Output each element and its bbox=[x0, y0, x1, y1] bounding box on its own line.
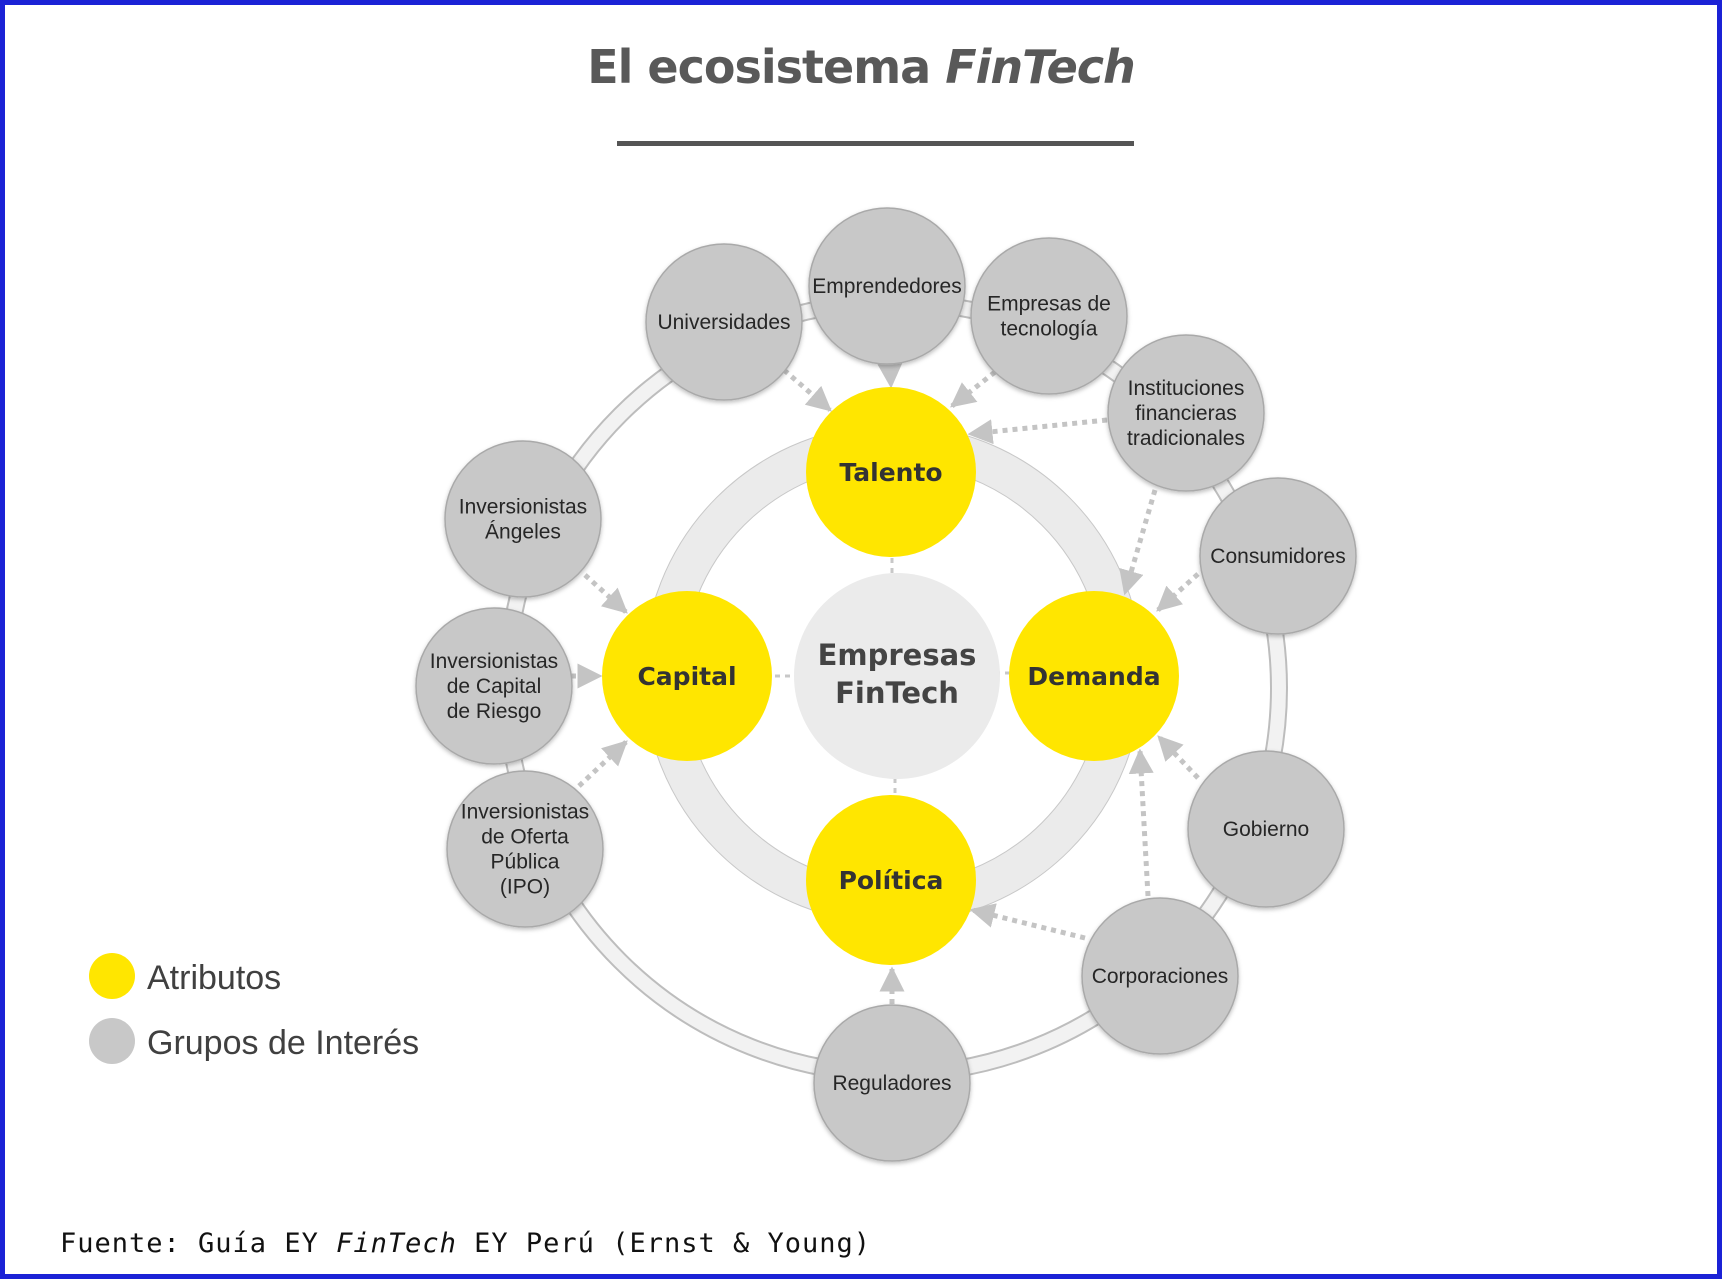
stakeholder-emprendedores bbox=[808, 207, 966, 365]
stakeholder-label-inv-ipo: (IPO) bbox=[500, 876, 550, 899]
stakeholder-label-emprendedores: Emprendedores bbox=[812, 275, 961, 298]
stakeholder-label-inv-capital-riesgo: de Capital bbox=[447, 675, 542, 698]
stakeholder-label-inv-ipo: de Oferta bbox=[481, 826, 569, 849]
stakeholder-universidades bbox=[645, 243, 803, 401]
stakeholder-inv-ipo bbox=[446, 770, 604, 928]
stakeholder-label-empresas-tecnologia: Empresas de bbox=[987, 293, 1111, 316]
stakeholder-label-empresas-tecnologia: tecnología bbox=[1001, 318, 1098, 341]
arrow-instituciones-talento bbox=[967, 417, 1108, 445]
stakeholder-label-corporaciones: Corporaciones bbox=[1092, 965, 1229, 988]
stakeholder-gobierno bbox=[1187, 750, 1345, 908]
attribute-capital bbox=[602, 591, 772, 761]
source-prefix: Fuente: Guía EY bbox=[60, 1228, 337, 1259]
stakeholder-instituciones bbox=[1107, 334, 1265, 492]
stakeholder-label-inv-ipo: Pública bbox=[491, 851, 560, 874]
legend-swatch-grupos bbox=[89, 1018, 135, 1064]
attribute-politica bbox=[806, 795, 976, 965]
arrow-empresas-tecnologia-talento bbox=[950, 370, 997, 408]
title-underline bbox=[617, 141, 1134, 146]
title-emphasis: FinTech bbox=[945, 40, 1136, 94]
legend: Atributos Grupos de Interés bbox=[89, 953, 419, 1064]
legend-swatch-atributos bbox=[89, 953, 135, 999]
stakeholder-corporaciones bbox=[1081, 897, 1239, 1055]
stakeholder-empresas-tecnologia bbox=[970, 237, 1128, 395]
attribute-talento bbox=[806, 387, 976, 557]
arrow-gobierno-demanda bbox=[1157, 735, 1200, 780]
arrow-universidades-talento bbox=[782, 368, 832, 412]
source-emphasis: FinTech bbox=[336, 1228, 457, 1259]
stakeholder-label-inv-ipo: Inversionistas bbox=[461, 801, 589, 824]
stakeholder-label-inv-angeles: Inversionistas bbox=[459, 496, 587, 519]
stakeholder-label-consumidores: Consumidores bbox=[1210, 545, 1345, 568]
core-circle bbox=[794, 573, 1000, 779]
diagram-title: El ecosistema FinTech bbox=[0, 40, 1722, 94]
stakeholder-label-inv-capital-riesgo: de Riesgo bbox=[447, 700, 542, 723]
core-label-line2: FinTech bbox=[835, 676, 959, 710]
attribute-label-demanda: Demanda bbox=[1027, 662, 1160, 691]
arrow-angeles-capital bbox=[583, 573, 628, 614]
source-caption: Fuente: Guía EY FinTech EY Perú (Ernst &… bbox=[60, 1228, 871, 1259]
core-label-line1: Empresas bbox=[818, 638, 977, 672]
arrow-instituciones-demanda bbox=[1119, 489, 1158, 596]
title-main: El ecosistema bbox=[587, 40, 946, 94]
stakeholder-label-inv-capital-riesgo: Inversionistas bbox=[430, 650, 558, 673]
arrow-corporaciones-politica bbox=[969, 903, 1086, 941]
stakeholder-reguladores bbox=[813, 1004, 971, 1162]
attribute-label-capital: Capital bbox=[637, 662, 736, 691]
stakeholder-label-gobierno: Gobierno bbox=[1223, 818, 1309, 841]
stakeholder-consumidores bbox=[1199, 477, 1357, 635]
stakeholder-inv-capital-riesgo bbox=[415, 607, 573, 765]
stakeholder-inv-angeles bbox=[444, 440, 602, 598]
stakeholder-label-reguladores: Reguladores bbox=[832, 1072, 951, 1095]
stakeholder-label-instituciones: financieras bbox=[1135, 402, 1237, 425]
legend-label-grupos: Grupos de Interés bbox=[147, 1024, 419, 1062]
source-suffix: EY Perú (Ernst & Young) bbox=[456, 1228, 872, 1259]
stakeholder-label-inv-angeles: Ángeles bbox=[485, 521, 561, 544]
attribute-label-talento: Talento bbox=[839, 458, 942, 487]
attribute-demanda bbox=[1009, 591, 1179, 761]
attribute-label-politica: Política bbox=[839, 866, 944, 895]
arrow-ipo-capital bbox=[577, 740, 628, 788]
arrow-emprendedores-talento bbox=[877, 362, 903, 389]
stakeholder-arrows bbox=[571, 362, 1200, 1004]
arrow-consumidores-demanda bbox=[1156, 572, 1200, 612]
stakeholder-label-instituciones: Instituciones bbox=[1128, 377, 1245, 400]
arrow-corporaciones-demanda bbox=[1128, 748, 1154, 897]
stakeholder-label-instituciones: tradicionales bbox=[1127, 427, 1245, 450]
legend-label-atributos: Atributos bbox=[147, 959, 281, 997]
stakeholder-label-universidades: Universidades bbox=[657, 311, 790, 334]
